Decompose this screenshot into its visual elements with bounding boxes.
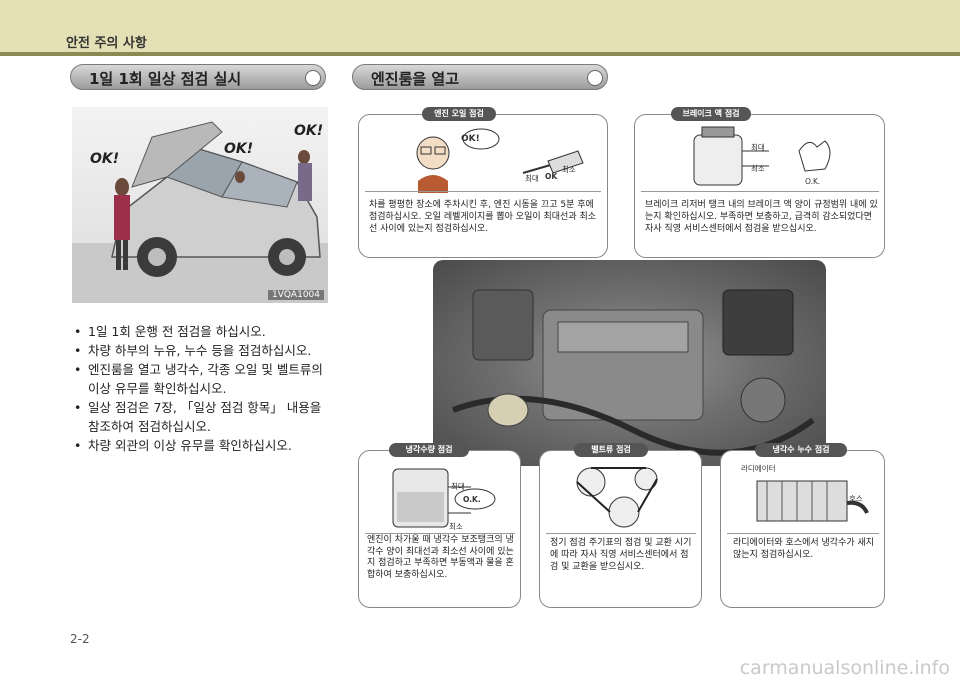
header-divider [0,52,960,56]
belt-box: 벨트류 점검 정기 점검 주기표의 점검 및 교환 시기에 따라 자사 직영 서… [539,443,702,608]
list-item: 차량 외관의 이상 유무를 확인하십시오. [72,436,334,455]
car-drawing [111,121,321,277]
ok-label: OK! [90,151,120,167]
coolant-ok-label: O.K. [463,495,481,504]
belt-text: 정기 점검 주기표의 점검 및 교환 시기에 따라 자사 직영 서비스센터에서 … [550,538,692,572]
hose-label: 호스 [849,494,863,503]
pill-end-cap [587,70,603,86]
list-item: 1일 1회 운행 전 점검을 하십시오. [72,322,334,341]
watermark: carmanualsonline.info [739,657,950,679]
list-item: 차량 하부의 누유, 누수 등을 점검하십시오. [72,341,334,360]
right-section-title: 엔진룸을 열고 [352,64,608,90]
pill-end-cap [305,70,321,86]
coolant-leak-box: 냉각수 누수 점검 라디에이터 호스 라디에이터와 호스에서 냉각수가 새지 않… [720,443,885,608]
coolant-leak-tag: 냉각수 누수 점검 [755,443,847,457]
left-section-title: 1일 1회 일상 점검 실시 [70,64,326,90]
brake-fluid-text: 브레이크 리저버 탱크 내의 브레이크 액 양이 규정범위 내에 있는지 확인하… [645,200,878,234]
radiator-illustration [756,480,869,522]
engine-oil-box: 엔진 오일 점검 OK! 최대 최소 OK 차를 평평한 장소에 주차시킨 후,… [358,107,608,258]
divider [641,191,879,192]
brake-ok-label: O.K. [805,177,821,186]
brake-fluid-box: 브레이크 액 점검 최대 최소 O.K. 브레이크 리저버 탱크 내의 브레이크… [634,107,885,258]
dipstick-max-label: 최대 [525,174,539,183]
coolant-max-label: 최대 [451,482,465,491]
list-item: 일상 점검은 7장, 「일상 점검 항목」 내용을 참조하여 점검하십시오. [72,398,334,436]
brake-fluid-tag: 브레이크 액 점검 [671,107,751,121]
ok-label: OK! [294,123,324,139]
car-inspection-illustration: OK! OK! OK! 1VQA1004 [72,107,328,303]
left-section-title-text: 1일 1회 일상 점검 실시 [89,70,242,88]
engine-oil-text: 차를 평평한 장소에 주차시킨 후, 엔진 시동을 끄고 5분 후에 점검하십시… [369,200,597,234]
page-number: 2-2 [70,632,90,646]
engine-oil-illustration [416,128,584,193]
dipstick-ok-label: OK [545,172,558,181]
photo-code: 1VQA1004 [267,290,324,300]
coolant-tank-illustration [392,468,496,528]
divider [365,533,515,534]
brake-min-label: 최소 [751,164,765,173]
ok-label: OK! [224,141,254,157]
belt-illustration [576,467,658,528]
checklist-bullets: 1일 1회 운행 전 점검을 하십시오. 차량 하부의 누유, 누수 등을 점검… [72,322,334,455]
ok-bubble-text: OK! [461,134,480,144]
list-item: 엔진룸을 열고 냉각수, 각종 오일 및 벨트류의 이상 유무를 확인하십시오. [72,360,334,398]
divider [727,533,879,534]
engine-room-photo [433,260,826,466]
divider [546,533,696,534]
coolant-level-tag: 냉각수량 점검 [389,443,469,457]
belt-tag: 벨트류 점검 [574,443,648,457]
header-bar [0,0,960,52]
brake-reservoir-illustration [693,126,831,186]
divider [365,191,601,192]
coolant-level-box: 냉각수량 점검 최대 최소 O.K. 엔진이 차가울 때 냉각수 보조탱크의 냉… [358,443,521,608]
page-header-title: 안전 주의 사항 [66,36,147,51]
coolant-level-text: 엔진이 차가울 때 냉각수 보조탱크의 냉각수 양이 최대선과 최소선 사이에 … [367,535,514,580]
coolant-min-label: 최소 [449,522,463,531]
dipstick-min-label: 최소 [562,165,576,174]
engine-drawing [451,289,815,456]
coolant-leak-text: 라디에이터와 호스에서 냉각수가 새지 않는지 점검하십시오. [733,538,875,560]
engine-oil-tag: 엔진 오일 점검 [422,107,496,121]
radiator-label: 라디에이터 [741,464,776,473]
right-section-title-text: 엔진룸을 열고 [371,70,460,88]
brake-max-label: 최대 [751,143,765,152]
